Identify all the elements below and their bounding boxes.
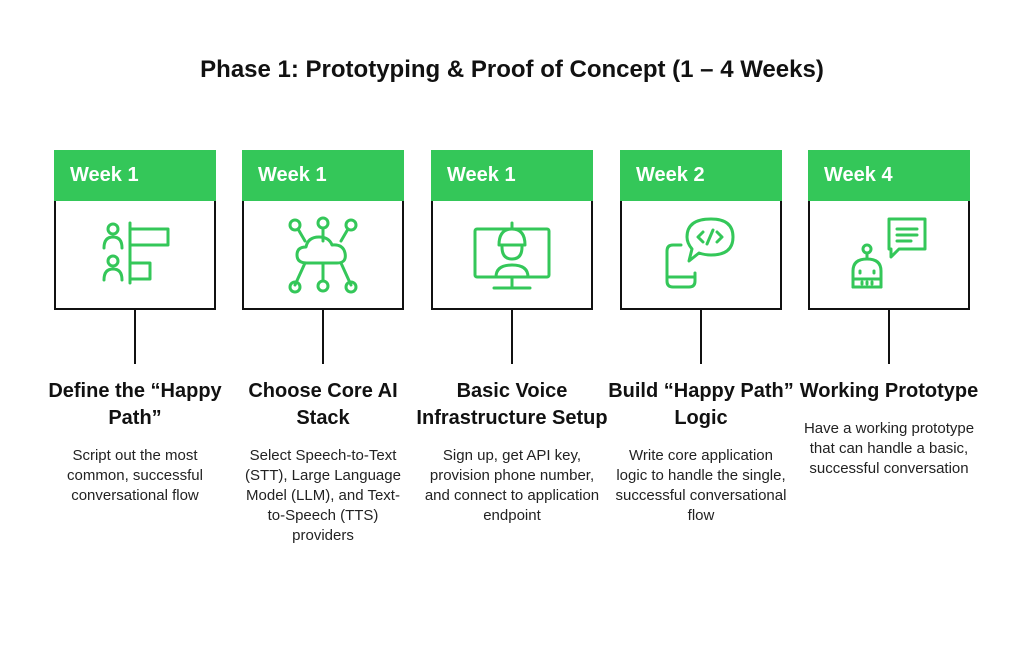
code-chat-icon: [665, 217, 735, 288]
step-1: Week 1 Define the “Happy Path” Script ou…: [48, 150, 222, 506]
connector-line: [134, 310, 136, 364]
week-badge: Week 1: [242, 150, 404, 201]
step-description: Sign up, get API key, provision phone nu…: [424, 447, 600, 524]
step-heading: Build “Happy Path” Logic: [608, 380, 794, 429]
icon-box: [808, 201, 970, 310]
diagram-title: Phase 1: Prototyping & Proof of Concept …: [200, 56, 824, 83]
step-description: Select Speech-to-Text (STT), Large Langu…: [245, 447, 401, 544]
cloud-network-icon: [288, 216, 358, 293]
step-2: Week 1 Choose Core AI Stack Select Speec…: [242, 150, 404, 546]
connector-line: [888, 310, 890, 364]
step-heading: Working Prototype: [799, 380, 979, 402]
step-heading: Basic Voice Infrastructure Setup: [416, 380, 608, 429]
week-badge: Week 1: [431, 150, 593, 201]
step-3: Week 1 Basic Voice Infrastructure Setup …: [416, 150, 608, 526]
robot-chat-icon: [851, 217, 927, 288]
connector-line: [511, 310, 513, 364]
icon-box: [431, 201, 593, 310]
icon-box: [54, 201, 216, 310]
week-badge: Week 2: [620, 150, 782, 201]
week-badge: Week 1: [54, 150, 216, 201]
people-list-icon: [102, 221, 170, 284]
engineer-monitor-icon: [473, 221, 551, 289]
step-5: Week 4 Working Prototype Have a working …: [800, 150, 978, 479]
step-description: Script out the most common, successful c…: [67, 447, 203, 504]
step-heading: Define the “Happy Path”: [48, 380, 222, 429]
connector-line: [700, 310, 702, 364]
connector-line: [322, 310, 324, 364]
step-description: Write core application logic to handle t…: [615, 447, 787, 524]
step-4: Week 2 Build “Happy Path” Logic Write co…: [608, 150, 794, 526]
step-description: Have a working prototype that can handle…: [803, 420, 975, 477]
step-heading: Choose Core AI Stack: [248, 380, 398, 429]
icon-box: [620, 201, 782, 310]
week-badge: Week 4: [808, 150, 970, 201]
icon-box: [242, 201, 404, 310]
